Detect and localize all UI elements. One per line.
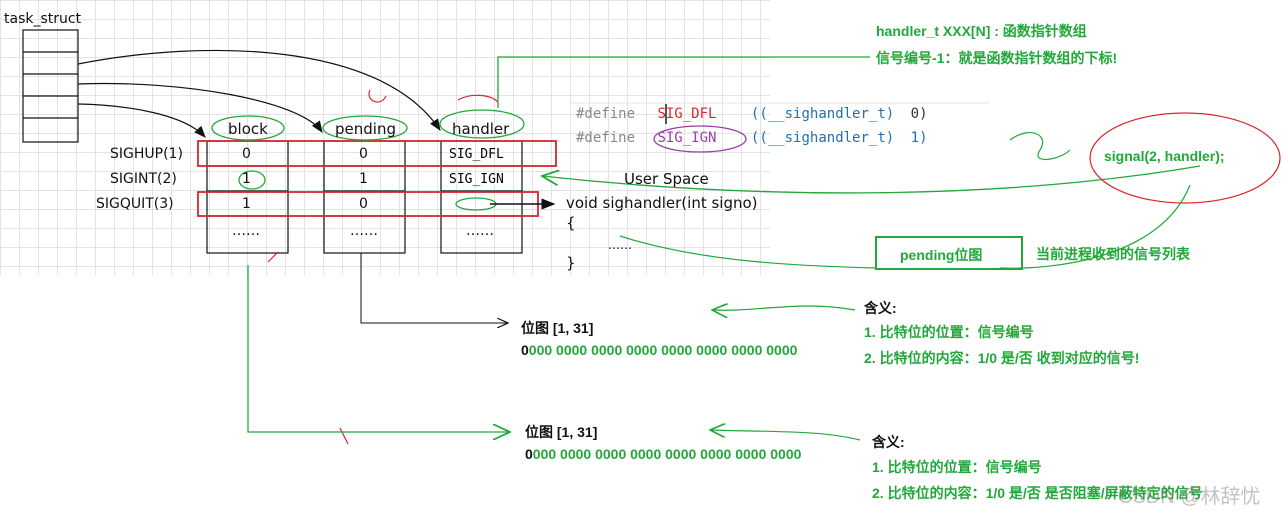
task-struct-box: [22, 29, 79, 143]
note-pending-bitmap: pending位图: [900, 247, 983, 263]
bitmap1-meaning-1: 1. 比特位的位置：信号编号: [864, 324, 1034, 340]
user-space-title: User Space: [624, 170, 709, 188]
pending-cell: 0: [359, 196, 368, 212]
bitmap2-meaning-2: 2. 比特位的内容：1/0 是/否 是否阻塞/屏蔽特定的信号: [872, 485, 1203, 501]
define-line-2: #define SIG_IGN ((__sighandler_t) 1): [576, 130, 928, 146]
note-handler-array: handler_t XXX[N] : 函数指针数组: [876, 23, 1087, 39]
note-signal-call: signal(2, handler);: [1104, 148, 1225, 164]
bitmap2-meaning-title: 含义:: [872, 434, 905, 450]
block-cell: 1: [242, 171, 251, 187]
bitmap1-meaning-2: 2. 比特位的内容：1/0 是/否 收到对应的信号!: [864, 350, 1140, 366]
signal-label-sigquit: SIGQUIT(3): [96, 196, 174, 212]
bitmap1-bits: 0000 0000 0000 0000 0000 0000 0000 0000: [521, 342, 798, 358]
watermark: CSDN @林辞忧: [1118, 486, 1261, 508]
block-cell: 1: [242, 196, 251, 212]
handler-header: handler: [452, 120, 510, 138]
note-pending-desc: 当前进程收到的信号列表: [1036, 246, 1190, 262]
bitmap1-title: 位图 [1, 31]: [521, 320, 594, 336]
task-struct-label: task_struct: [4, 11, 82, 27]
pending-header: pending: [335, 120, 396, 138]
bitmap2-bits: 0000 0000 0000 0000 0000 0000 0000 0000: [525, 446, 802, 462]
pending-cell: 0: [359, 146, 368, 162]
grid-background: [0, 0, 770, 275]
task-struct-arrows: [77, 49, 441, 138]
sighup-highlight: [197, 140, 557, 167]
handler-cell: SIG_IGN: [449, 172, 504, 187]
user-space-open: {: [566, 214, 576, 232]
user-space-close: }: [566, 254, 576, 272]
pending-cell: 1: [359, 171, 368, 187]
block-cell: 0: [242, 146, 251, 162]
pending-bitmap-box: [875, 236, 1023, 270]
define-line-1: #define SIG_DFL ((__sighandler_t) 0): [576, 106, 928, 122]
note-signal-index: 信号编号-1：就是函数指针数组的下标!: [876, 50, 1118, 66]
bitmap2-title: 位图 [1, 31]: [525, 424, 598, 440]
bitmap2-meaning-1: 1. 比特位的位置：信号编号: [872, 459, 1042, 475]
block-cell: ……: [232, 223, 260, 239]
bitmap1-meaning-title: 含义:: [864, 300, 897, 316]
handler-cell: ……: [466, 223, 494, 239]
signal-label-sigint: SIGINT(2): [110, 171, 177, 187]
handler-cell: SIG_DFL: [449, 147, 504, 162]
block-header: block: [228, 120, 268, 138]
signal-label-sighup: SIGHUP(1): [110, 146, 183, 162]
pending-cell: ……: [350, 223, 378, 239]
user-space-func: void sighandler(int signo): [566, 194, 758, 212]
user-space-body: ……: [608, 238, 632, 252]
